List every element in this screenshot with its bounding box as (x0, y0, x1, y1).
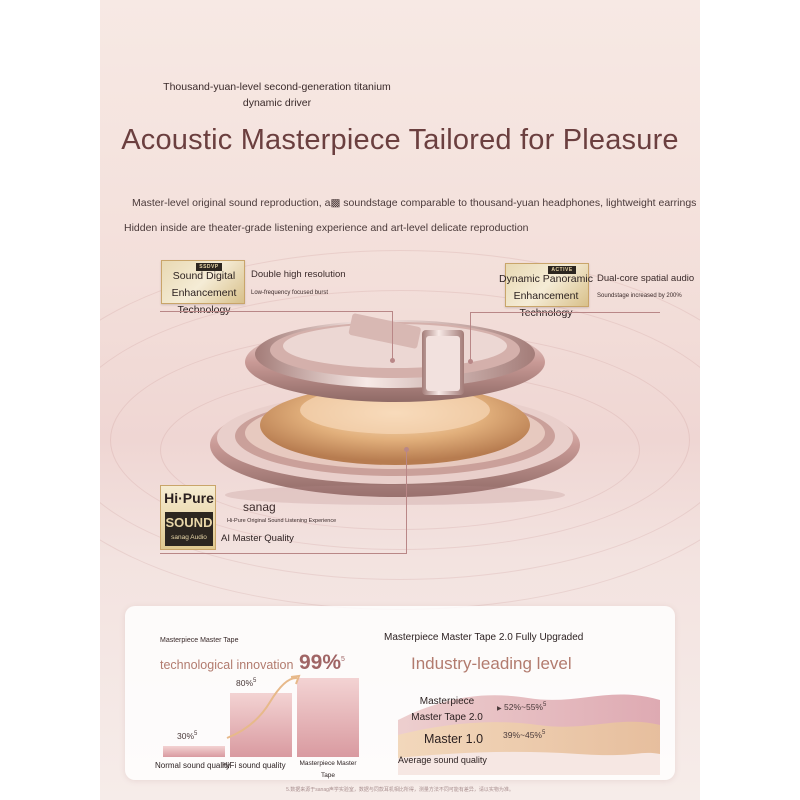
product-subtitle: Thousand-yuan-level second-generation ti… (163, 81, 391, 109)
description-line-1: Master-level original sound reproduction… (132, 197, 697, 209)
description-line-2: Hidden inside are theater-grade listenin… (124, 222, 529, 234)
hipure-logo-mid: SOUND (165, 515, 213, 530)
hipure-logo-bottom: sanag Audio (171, 534, 207, 541)
left-feature-subtitle: Low-frequency focused burst (251, 290, 329, 296)
hipure-logo: Hi·Pure SOUND sanag Audio (160, 485, 216, 550)
bar-percent-text-1: 80% (236, 678, 254, 688)
bar-label-1: HiFi sound quality (222, 761, 286, 770)
bar-percent-0: 30%5 (177, 731, 197, 741)
left-callout-line (160, 311, 392, 312)
row2-value-sup: 5 (542, 730, 546, 737)
growth-arrow (226, 674, 301, 739)
right-callout-line (470, 312, 660, 313)
bar-2 (297, 678, 359, 757)
right-callout-line-vertical (470, 312, 471, 362)
ssdvp-badge-tag: SSDVP (196, 263, 222, 271)
bar-label-0: Normal sound quality (155, 761, 231, 770)
left-chart-subheading: technological innovation (160, 658, 294, 672)
row1-value-sup: 5 (543, 702, 547, 709)
wave-comparison-chart (398, 694, 660, 775)
bar-0 (163, 746, 225, 757)
row2-value: 39%~45%5 (503, 730, 545, 740)
left-feature-title: Double high resolution (251, 269, 346, 280)
hipure-subtitle: Hi-Pure Original Sound Listening Experie… (227, 518, 337, 524)
hipure-logo-top: Hi·Pure (164, 490, 214, 506)
footnote: 5.数据来源于sanag声学实验室，数据与同款耳机相比所得，测量方法不同可能有差… (286, 787, 514, 793)
ai-master-quality-label: AI Master Quality (221, 533, 294, 544)
bar-label-2: Masterpiece Master Tape (299, 760, 357, 779)
left-chart-heading: Masterpiece Master Tape (160, 637, 239, 644)
industry-leading-label: Industry-leading level (411, 654, 572, 673)
wave-layer-average (398, 751, 660, 775)
hipure-logo-plate (165, 512, 213, 546)
ripple-ring (100, 290, 700, 580)
big-percentage: 99%5 (299, 651, 345, 675)
right-chart-heading: Masterpiece Master Tape 2.0 Fully Upgrad… (384, 632, 584, 643)
bottom-callout-line-vertical (406, 450, 407, 554)
active-badge-label: Dynamic Panoramic Enhancement Technology (499, 273, 593, 319)
right-feature-subtitle: Soundstage increased by 200% (597, 293, 682, 299)
ssdvp-badge-label: Sound Digital Enhancement Technology (171, 270, 237, 316)
bar-percent-sup-0: 5 (194, 731, 198, 738)
page-title: Acoustic Masterpiece Tailored for Pleasu… (121, 124, 679, 156)
bottom-callout-line (160, 553, 406, 554)
bar-percent-text-0: 30% (177, 731, 195, 741)
big-percentage-sup: 5 (341, 656, 345, 663)
left-callout-dot (390, 358, 395, 363)
left-callout-line-vertical (392, 311, 393, 361)
row1-label: Masterpiece Master Tape 2.0 (411, 696, 483, 723)
row1-value-text: 52%~55% (504, 702, 543, 712)
row2-label: Master 1.0 (424, 732, 484, 746)
big-percentage-value: 99% (299, 651, 342, 674)
titanium-driver-image (210, 313, 580, 505)
bar-percent-1: 80%5 (236, 678, 256, 688)
bottom-callout-dot (404, 447, 409, 452)
bar-1 (230, 693, 292, 757)
row2-value-text: 39%~45% (503, 730, 542, 740)
bar-percent-sup-1: 5 (253, 678, 257, 685)
row1-value: ▶ 52%~55%5 (497, 702, 547, 712)
row3-label: Average sound quality (398, 755, 487, 765)
active-badge-tag: ACTIVE (548, 266, 576, 274)
right-callout-dot (468, 359, 473, 364)
right-feature-title: Dual-core spatial audio (597, 273, 695, 284)
brand-name: sanag (243, 500, 276, 514)
